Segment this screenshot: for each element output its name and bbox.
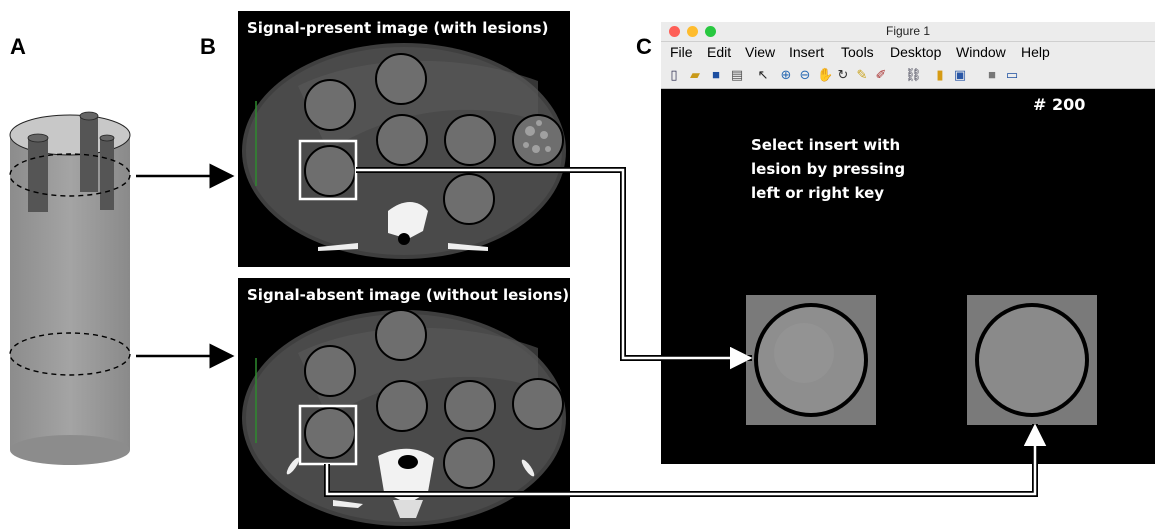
brush-icon[interactable]: ✐ — [875, 67, 887, 82]
colorbar-icon[interactable]: ▮ — [936, 67, 944, 82]
figure-window: Figure 1 File Edit View Insert Tools Des… — [661, 22, 1155, 464]
hide-plot-tools-icon[interactable]: ■ — [988, 67, 996, 82]
panel-label-c: C — [636, 34, 652, 59]
menu-edit[interactable]: Edit — [707, 44, 732, 60]
save-icon[interactable]: ■ — [712, 67, 720, 82]
figure-toolbar: ▯ ▰ ■ ▤ ↖ ⊕ ⊖ ✋ ↻ ✎ ✐ ⛓ ▮ ▣ ■ ▭ — [661, 62, 1155, 89]
roi-left-candidate[interactable] — [746, 295, 876, 425]
window-title: Figure 1 — [885, 24, 931, 38]
ct-image-signal-present: Signal-present image (with lesions) — [238, 11, 570, 267]
panel-label-a: A — [10, 34, 26, 59]
data-cursor-icon[interactable]: ✎ — [856, 67, 868, 82]
trial-counter: # 200 — [1033, 95, 1086, 114]
menu-file[interactable]: File — [670, 44, 693, 60]
signal-present-label: Signal-present image (with lesions) — [247, 19, 549, 37]
slice-plane-signal-absent — [9, 332, 131, 376]
close-button[interactable] — [669, 26, 680, 37]
rotate-icon[interactable]: ↻ — [837, 67, 849, 82]
menu-tools[interactable]: Tools — [841, 44, 874, 60]
menu-help[interactable]: Help — [1021, 44, 1050, 60]
show-plot-tools-icon[interactable]: ▭ — [1005, 67, 1019, 82]
new-figure-icon[interactable]: ▯ — [670, 67, 678, 82]
menu-window[interactable]: Window — [956, 44, 1006, 60]
instruction-text: Select insert with lesion by pressing le… — [751, 136, 906, 202]
slice-plane-signal-present — [9, 153, 131, 197]
link-icon[interactable]: ⛓ — [905, 67, 922, 82]
ct-image-signal-absent: Signal-absent image (without lesions) — [238, 278, 570, 529]
phantom-cylinder-diagram — [9, 111, 131, 465]
insert-rod — [80, 116, 98, 192]
title-bar: Figure 1 — [661, 22, 1155, 42]
minimize-button[interactable] — [687, 26, 698, 37]
menu-desktop[interactable]: Desktop — [890, 44, 942, 60]
menu-bar: File Edit View Insert Tools Desktop Wind… — [661, 42, 1155, 62]
pointer-icon[interactable]: ↖ — [757, 67, 769, 82]
zoom-button[interactable] — [705, 26, 716, 37]
menu-view[interactable]: View — [745, 44, 776, 60]
roi-right-candidate[interactable] — [967, 295, 1097, 425]
zoom-in-icon[interactable]: ⊕ — [780, 67, 792, 82]
legend-icon[interactable]: ▣ — [953, 67, 967, 82]
insert-rod — [28, 138, 48, 212]
cylinder-bottom — [10, 435, 130, 465]
panel-label-b: B — [200, 34, 216, 59]
menu-insert[interactable]: Insert — [789, 44, 825, 60]
signal-absent-label: Signal-absent image (without lesions) — [247, 286, 570, 304]
figure-axes-area: # 200 Select insert with lesion by press… — [661, 89, 1155, 464]
pan-icon[interactable]: ✋ — [817, 67, 834, 82]
open-file-icon[interactable]: ▰ — [690, 67, 700, 82]
print-icon[interactable]: ▤ — [730, 67, 744, 82]
insert-rod — [100, 138, 114, 210]
zoom-out-icon[interactable]: ⊖ — [799, 67, 811, 82]
